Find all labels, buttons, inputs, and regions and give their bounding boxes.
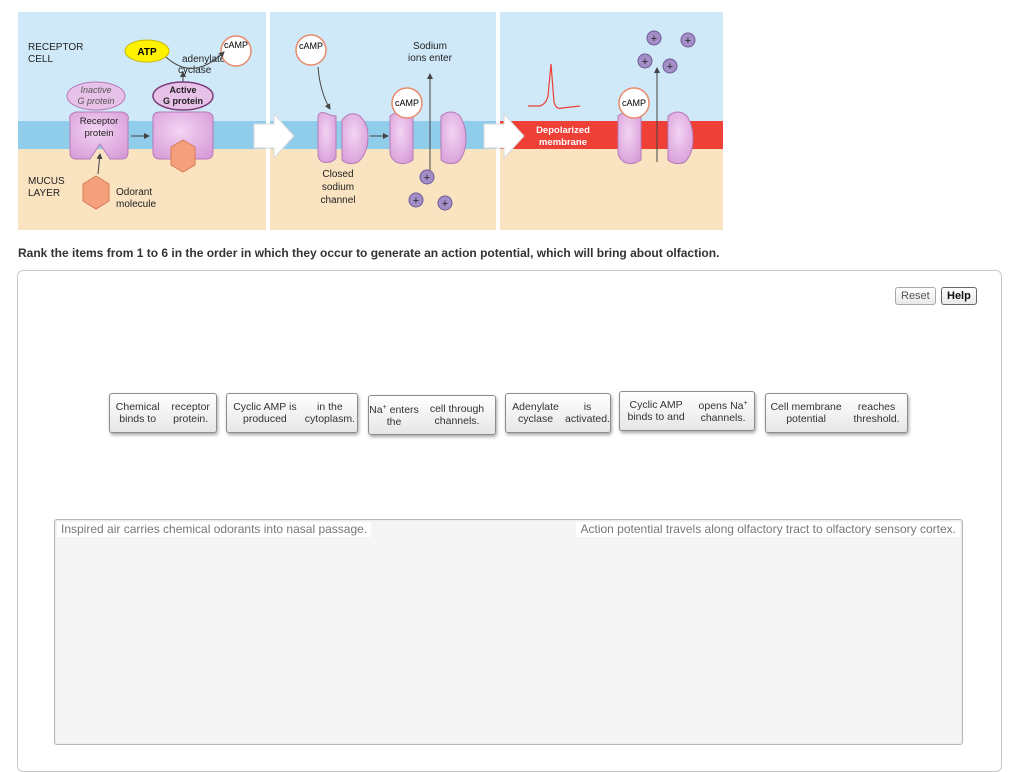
camp-circle	[220, 35, 252, 67]
superscript-plus: +	[743, 400, 748, 407]
atp-oval	[124, 39, 170, 63]
camp-panel3-label: cAMP	[622, 98, 646, 108]
odorant-arrow	[96, 153, 103, 175]
ranking-item-camp-produced[interactable]: Cyclic AMP is produced in the cytoplasm.	[226, 393, 358, 433]
ranking-dropzone[interactable]: Inspired air carries chemical odorants i…	[54, 519, 963, 745]
camp-circle-panel3	[618, 87, 650, 119]
item-line-2: reaches threshold.	[853, 401, 900, 425]
atp-label: ATP	[137, 47, 157, 58]
item-line-2: is activated.	[565, 401, 610, 425]
item-line-1: Adenylate cyclase	[512, 401, 559, 425]
item-line-2: opens Na+ channels.	[698, 400, 748, 424]
step-arrow-2	[483, 112, 525, 160]
ranking-item-chemical-binds[interactable]: Chemical binds to receptor protein.	[109, 393, 217, 433]
camp-to-channel-arrow	[317, 66, 331, 110]
svg-text:+: +	[667, 61, 673, 73]
sequence-end-label: Action potential travels along olfactory…	[576, 522, 960, 537]
camp-free-label: cAMP	[299, 41, 323, 51]
item-line-2: cell through channels.	[429, 403, 485, 427]
item-line-2: receptor protein.	[171, 401, 210, 425]
receptor-protein-inactive	[69, 111, 129, 160]
camp-circle-free	[295, 34, 327, 66]
bound-odorant	[170, 139, 196, 173]
open-channel-left	[389, 111, 414, 165]
svg-text:+: +	[413, 195, 419, 207]
receptor-protein-active	[152, 111, 214, 160]
reset-button[interactable]: Reset	[895, 287, 936, 305]
closed-channel-right	[341, 113, 369, 165]
svg-text:+: +	[424, 172, 430, 184]
atp-to-camp-arrow	[165, 51, 225, 69]
sequence-start-label: Inspired air carries chemical odorants i…	[57, 522, 372, 537]
open-channel-3-right	[667, 111, 694, 165]
svg-text:+: +	[442, 198, 448, 210]
help-button[interactable]: Help	[941, 287, 977, 305]
item-line-1: Cell membrane potential	[770, 401, 842, 425]
svg-text:+: +	[685, 35, 691, 47]
ranking-item-camp-binds[interactable]: Cyclic AMP binds to and opens Na+ channel…	[619, 391, 755, 431]
item-line-2: in the cytoplasm.	[304, 401, 355, 425]
odorant-molecule	[82, 175, 110, 210]
sodium-ions: + + +	[408, 169, 453, 211]
camp-circle-bound	[391, 87, 423, 119]
ranking-item-na-enters[interactable]: Na+ enters the cell through channels.	[368, 395, 496, 435]
inactive-g-protein	[66, 81, 126, 111]
ranking-panel: Reset Help Chemical binds to receptor pro…	[17, 270, 1002, 772]
item-line-1: Na+ enters the	[369, 404, 419, 428]
svg-text:+: +	[642, 56, 648, 68]
camp-bound-label: cAMP	[395, 98, 419, 108]
item-line-1: Cyclic AMP binds to and	[627, 399, 685, 423]
question-text: Rank the items from 1 to 6 in the order …	[18, 246, 720, 260]
item-line-1: Chemical binds to	[115, 401, 160, 425]
superscript-plus: +	[382, 404, 387, 411]
open-channel-3-left	[617, 111, 642, 165]
item-line-1: Cyclic AMP is produced	[233, 401, 297, 425]
sodium-ions-inside: + + + +	[637, 30, 696, 74]
action-potential-spike	[528, 63, 581, 109]
svg-text:+: +	[651, 33, 657, 45]
closed-channel-left	[317, 112, 337, 163]
ranking-item-threshold[interactable]: Cell membrane potential reaches threshold…	[765, 393, 908, 433]
camp-label: cAMP	[224, 40, 248, 50]
open-channel-right	[440, 111, 467, 165]
